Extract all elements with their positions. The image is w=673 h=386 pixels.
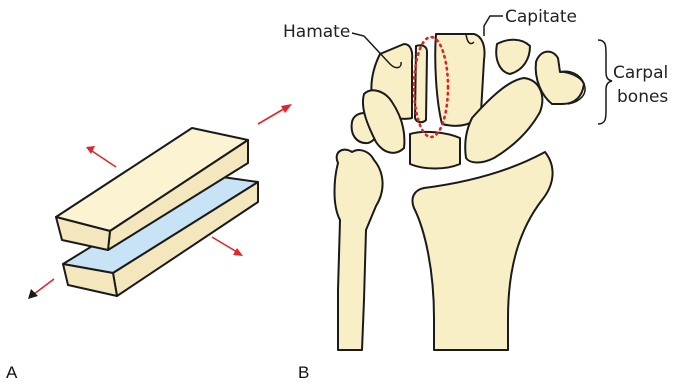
lunate-bone	[410, 132, 460, 169]
carpal-bones-label-line2: bones	[617, 87, 668, 107]
carpal-bones-label-line1: Carpal	[613, 63, 668, 83]
arrow-upper-left	[86, 146, 116, 167]
capitate-label: Capitate	[505, 7, 577, 27]
trapezoid-bone	[496, 40, 530, 74]
hamate-inner	[415, 45, 427, 122]
arrow-upper-right	[258, 104, 292, 124]
arrow-lower-right	[212, 237, 243, 256]
panel-a-sliding-blocks	[28, 104, 292, 299]
ulna	[335, 150, 383, 350]
panel-a-label: A	[6, 363, 18, 382]
arrow-lower-left	[28, 279, 54, 299]
panel-b-label: B	[298, 363, 309, 382]
radius	[412, 152, 552, 350]
hamate-label: Hamate	[283, 22, 350, 42]
carpal-bones-brace	[598, 40, 612, 124]
panel-b-wrist: Hamate Capitate Carpal bones	[283, 7, 668, 350]
capitate-leader	[484, 16, 503, 36]
